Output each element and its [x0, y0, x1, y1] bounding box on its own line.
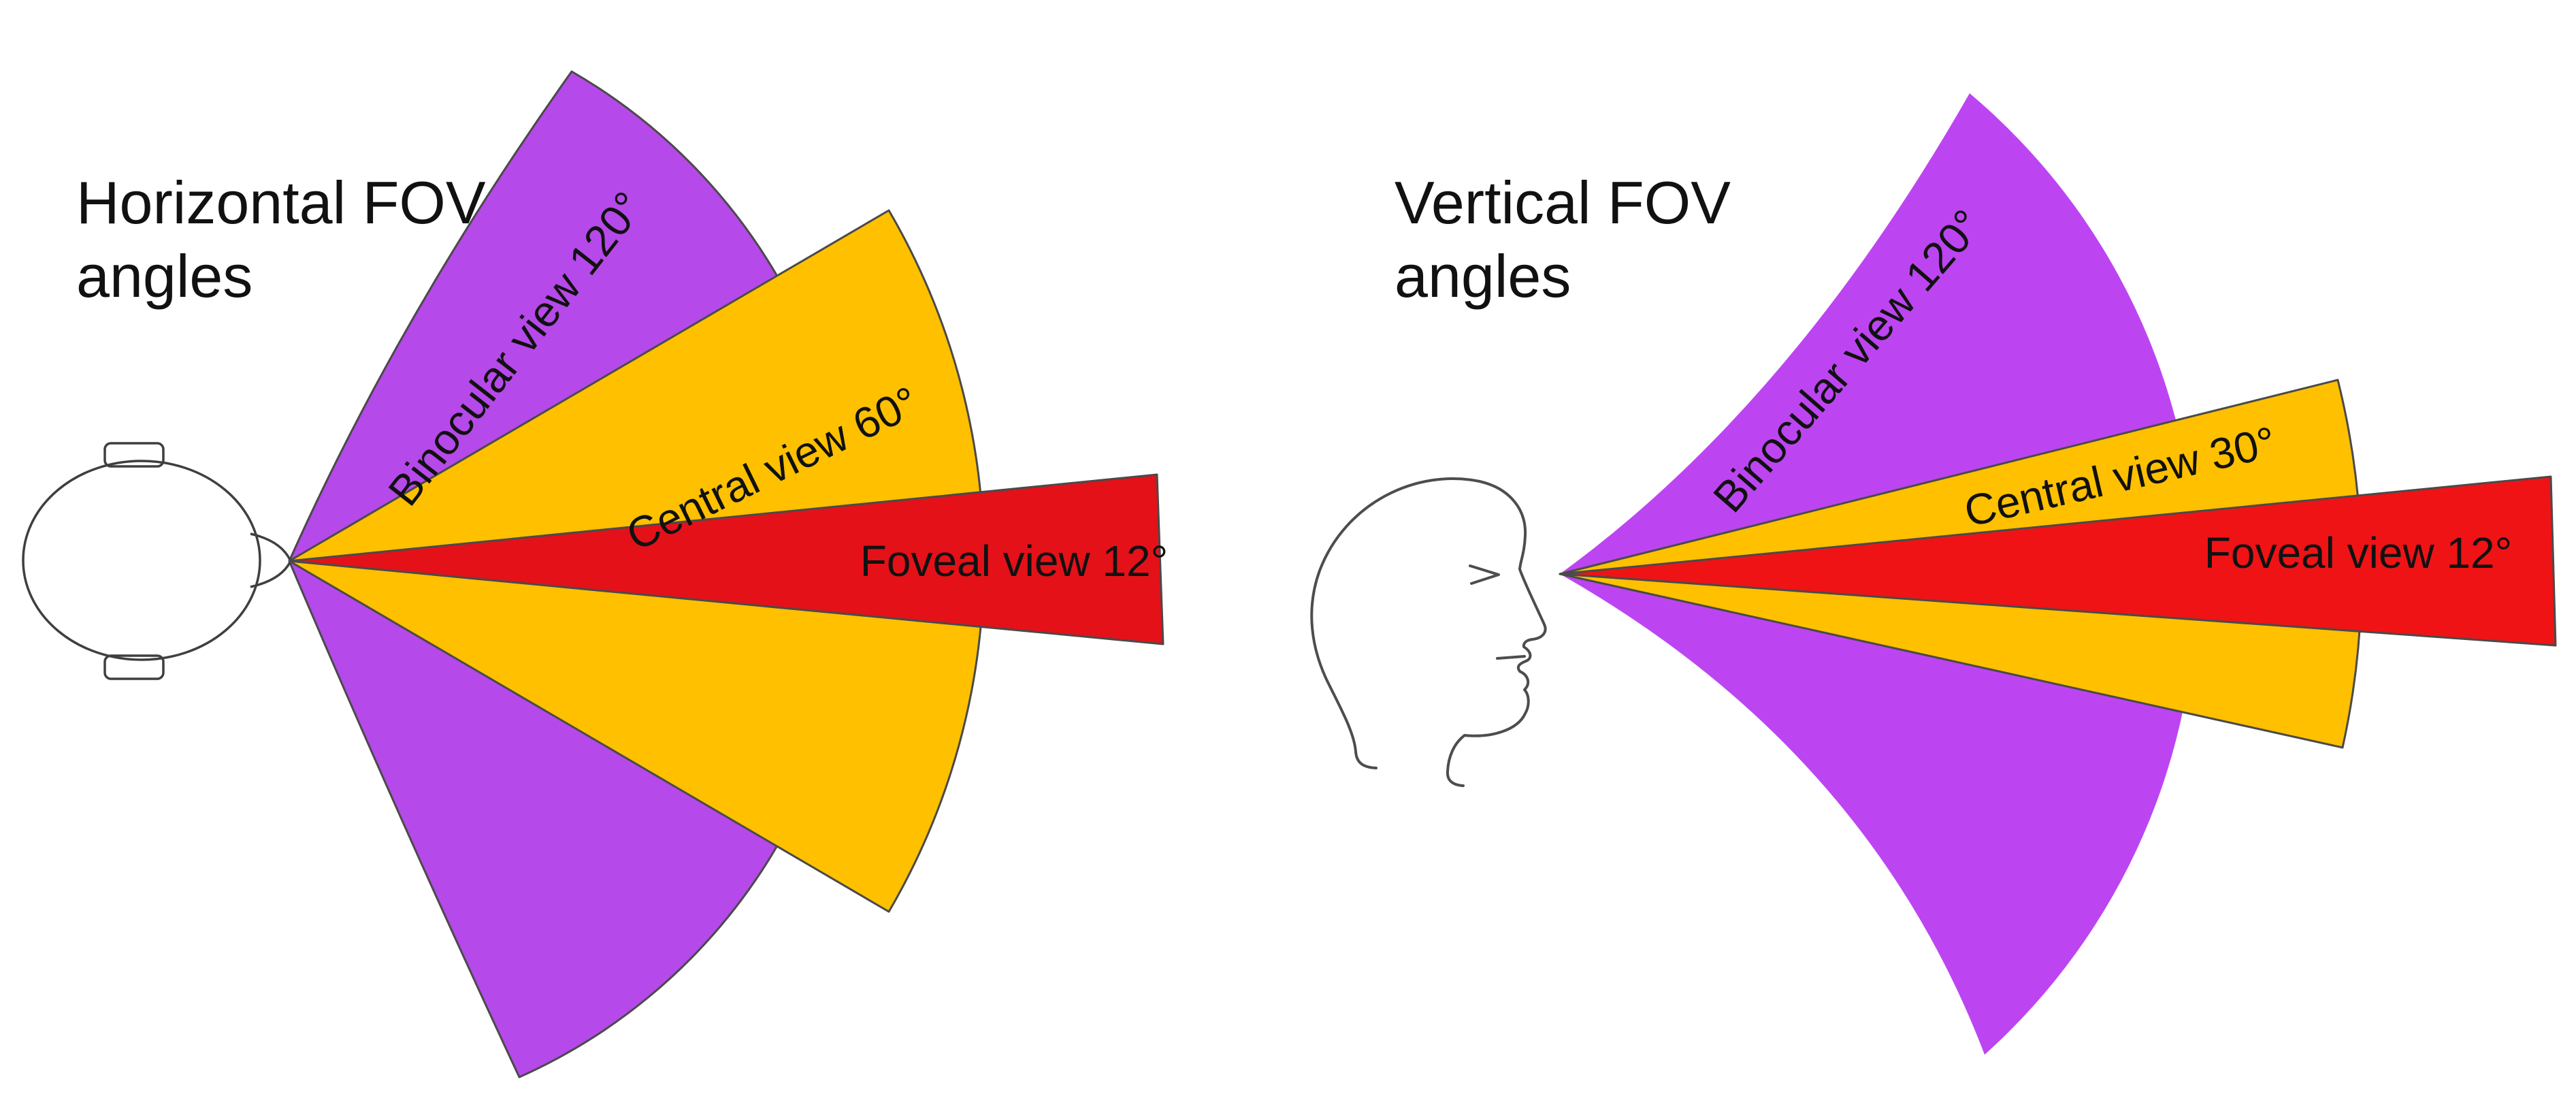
head-profile-outline: [1310, 477, 1547, 787]
vertical-title-line2: angles: [1395, 242, 1571, 310]
top-down-head-icon: [22, 442, 291, 680]
vertical-foveal-wedge: [1559, 475, 2557, 647]
vertical-title-line1: Vertical FOV: [1395, 169, 1731, 236]
head-top-view-outline: [22, 460, 261, 661]
right-ear-icon: [103, 654, 165, 680]
profile-head-icon: [1310, 477, 1547, 787]
eye-icon: [1469, 564, 1500, 585]
horizontal-foveal-label: Foveal view 12°: [860, 537, 1168, 586]
horizontal-title-line1: Horizontal FOV: [76, 169, 486, 236]
mouth-line: [1496, 655, 1526, 660]
horizontal-foveal-wedge: [288, 473, 1164, 645]
horizontal-title-line2: angles: [76, 242, 252, 310]
vertical-foveal-label: Foveal view 12°: [2204, 528, 2512, 577]
nose-icon: [250, 532, 291, 588]
vertical-title: Vertical FOV angles: [1395, 169, 1731, 310]
vertical-fov-diagram: Binocular view 120° Central view 30° Fov…: [1310, 93, 2557, 1055]
horizontal-fov-diagram: Binocular view 120° Central view 60° Fov…: [22, 70, 1168, 1078]
horizontal-title: Horizontal FOV angles: [76, 169, 486, 310]
